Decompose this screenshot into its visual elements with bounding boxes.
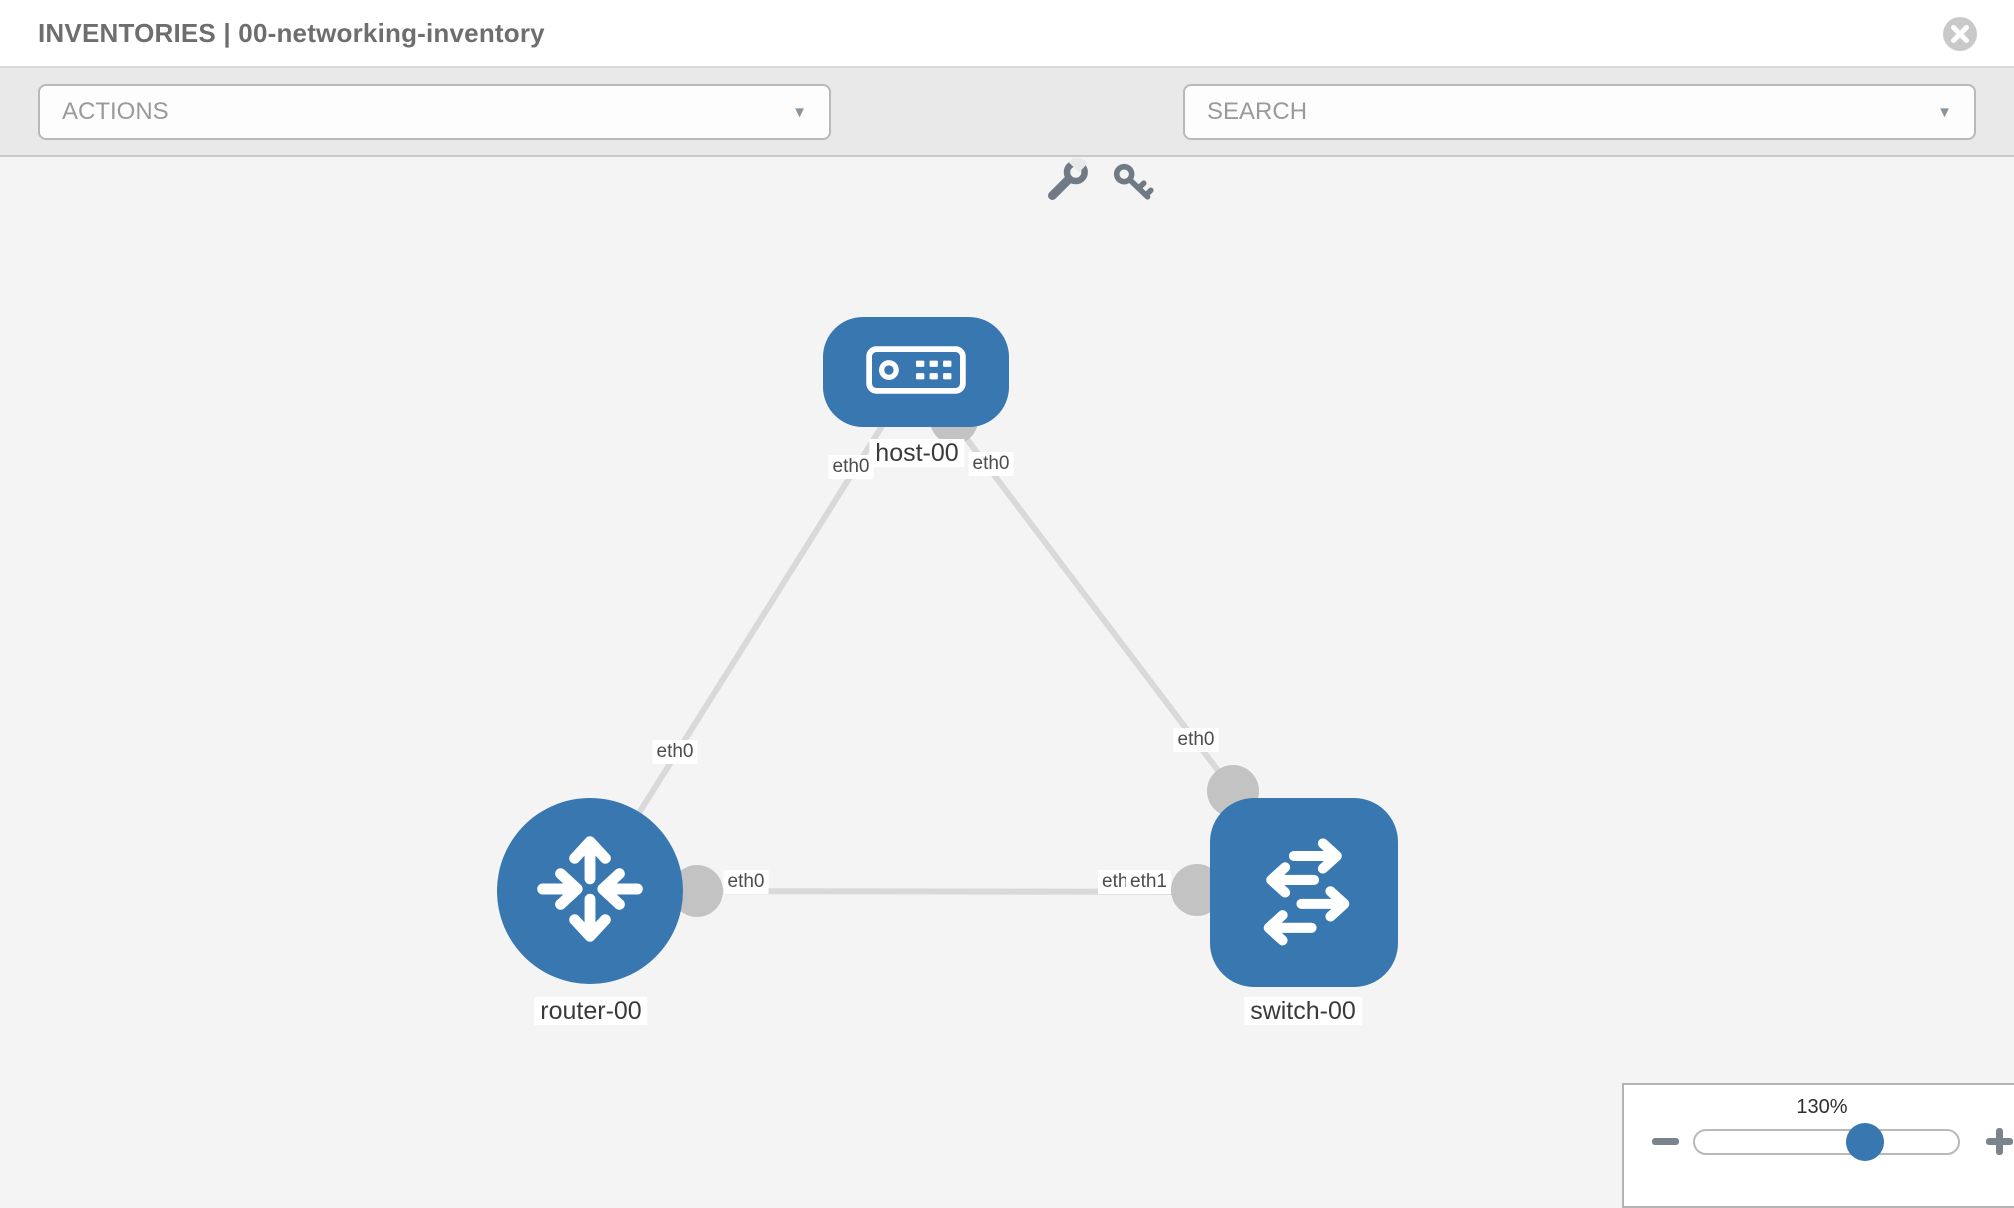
actions-dropdown-label: ACTIONS [62,98,169,125]
interface-label: eth0 [652,740,698,764]
toolbar: ACTIONS ▼ SEARCH ▼ [0,68,2014,200]
interface-label: eth0 [1173,728,1219,752]
node-router[interactable] [497,798,683,984]
zoom-out-button[interactable] [1652,1138,1679,1145]
node-label-host: host-00 [869,439,965,467]
search-dropdown-label: SEARCH [1207,98,1308,125]
node-label-router: router-00 [534,997,648,1025]
zoom-slider[interactable] [1693,1123,1960,1161]
zoom-value: 130% [1796,1096,1848,1118]
interface-label: eth0 [968,452,1014,476]
close-icon[interactable] [1942,16,1978,52]
interface-label: eth0 [828,455,874,479]
node-switch[interactable] [1210,798,1398,987]
actions-dropdown[interactable]: ACTIONS ▼ [38,84,831,140]
switch-icon [1241,827,1367,958]
topology-canvas[interactable] [0,157,2014,1200]
zoom-slider-thumb[interactable] [1846,1123,1884,1161]
connector-router [671,865,723,917]
chevron-down-icon: ▼ [792,103,807,121]
link-host-switch [913,370,1241,799]
zoom-in-button[interactable] [1986,1128,2013,1155]
interface-connectors [671,396,1259,917]
chevron-down-icon: ▼ [1937,103,1952,121]
search-dropdown[interactable]: SEARCH ▼ [1183,84,1976,140]
interface-label: eth1 [1126,870,1171,894]
header: INVENTORIES | 00-networking-inventory [0,0,2014,68]
key-icon[interactable] [1110,160,1156,206]
zoom-control-panel: 130% [1622,1083,2014,1208]
router-icon [526,825,654,958]
page-title: INVENTORIES | 00-networking-inventory [38,18,545,48]
server-icon [866,345,966,399]
node-label-switch: switch-00 [1244,997,1362,1025]
node-host[interactable] [823,317,1009,427]
interface-label: eth0 [723,870,769,894]
wrench-icon[interactable] [1044,153,1090,204]
